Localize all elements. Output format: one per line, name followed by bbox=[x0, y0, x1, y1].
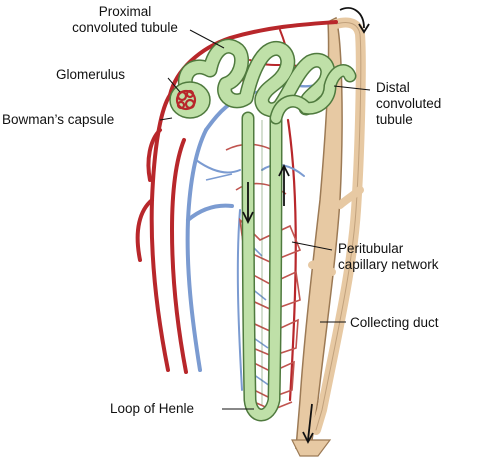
leader-peritubular bbox=[291, 241, 333, 251]
label-peritubular-line1: Peritubular bbox=[338, 241, 404, 256]
arrow-head-ascending bbox=[278, 163, 290, 177]
label-distal-line1: Distal bbox=[376, 80, 410, 95]
label-proximal-line2: convoluted tubule bbox=[72, 20, 178, 35]
label-distal-line2: convoluted bbox=[376, 96, 442, 111]
loop-of-henle bbox=[241, 111, 283, 422]
leader-bowmans bbox=[159, 117, 173, 121]
label-peritubular-line2: capillary network bbox=[338, 257, 439, 272]
arrow-down-duct bbox=[307, 403, 313, 441]
arrow-head-duct bbox=[302, 431, 314, 444]
label-loop-of-henle: Loop of Henle bbox=[110, 401, 195, 416]
leader-lines bbox=[159, 29, 371, 410]
collecting-duct bbox=[291, 16, 366, 457]
label-bowmans-capsule: Bowman’s capsule bbox=[2, 112, 115, 127]
proximal-convoluted-tubule bbox=[177, 38, 336, 118]
arrow-curved-top bbox=[339, 7, 365, 29]
leader-glomerulus bbox=[167, 77, 181, 93]
flow-arrows bbox=[242, 7, 370, 444]
label-proximal-line1: Proximal bbox=[98, 4, 152, 19]
leader-distal bbox=[333, 85, 371, 91]
arrow-head-descending bbox=[242, 211, 254, 225]
label-glomerulus: Glomerulus bbox=[56, 67, 126, 82]
glomerulus bbox=[175, 89, 197, 111]
distal-convoluted-tubule bbox=[269, 64, 357, 125]
label-collecting-duct: Collecting duct bbox=[350, 315, 439, 330]
label-distal-line3: tubule bbox=[376, 112, 413, 127]
arrow-head-curved-top bbox=[358, 23, 370, 34]
leader-proximal bbox=[189, 29, 225, 49]
